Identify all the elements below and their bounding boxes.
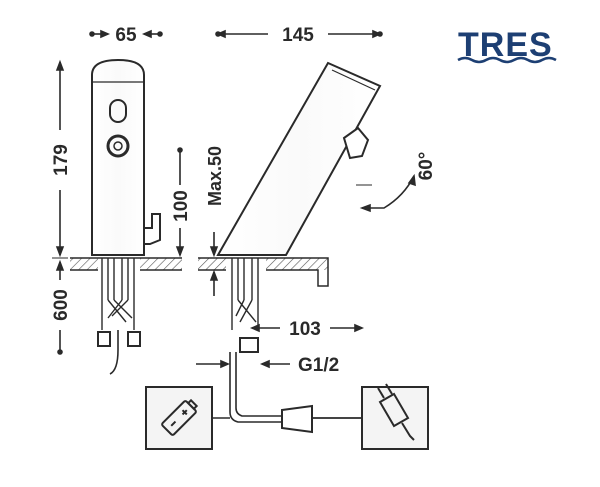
brand-name: TRES: [458, 26, 553, 64]
supply-hoses-side: [231, 258, 259, 330]
plug-box: [361, 383, 429, 450]
side-lever: [144, 213, 161, 245]
battery-box: [145, 386, 230, 450]
supply-hoses-front: [101, 258, 135, 375]
battery-icon: [161, 398, 199, 436]
dim-height-sensor: 100: [171, 190, 192, 222]
dim-reach: 145: [282, 25, 314, 46]
side-outlet: [342, 126, 370, 160]
logo-wave-1: [457, 56, 557, 64]
dimension-lines: [52, 29, 416, 369]
dim-deck-max: Max.50: [205, 146, 225, 206]
dim-hose-offset: 103: [289, 319, 321, 340]
hose-nut-side: [239, 337, 259, 353]
sensor-window: [109, 99, 127, 123]
dim-height-total: 179: [51, 144, 72, 176]
side-view: [198, 61, 382, 434]
countertop-side-left: [198, 258, 226, 270]
countertop-right: [140, 258, 182, 270]
faucet-body-side: [216, 61, 382, 256]
plug-icon: [377, 383, 415, 441]
hose-nut-front-left: [97, 331, 111, 347]
control-hose: [229, 352, 282, 423]
dim-tilt-angle: 60°: [416, 152, 437, 181]
dim-supply-length: 600: [51, 289, 72, 321]
countertop-side-right: [266, 258, 328, 270]
sensor-lens: [106, 134, 130, 158]
dim-width-body: 65: [115, 25, 137, 46]
dim-connection: G1/2: [298, 355, 339, 376]
inline-connector: [281, 404, 313, 434]
hose-nut-front-right: [127, 331, 141, 347]
front-view: [70, 58, 182, 375]
countertop-left: [70, 258, 98, 270]
brand-logo: TRES: [457, 26, 557, 64]
